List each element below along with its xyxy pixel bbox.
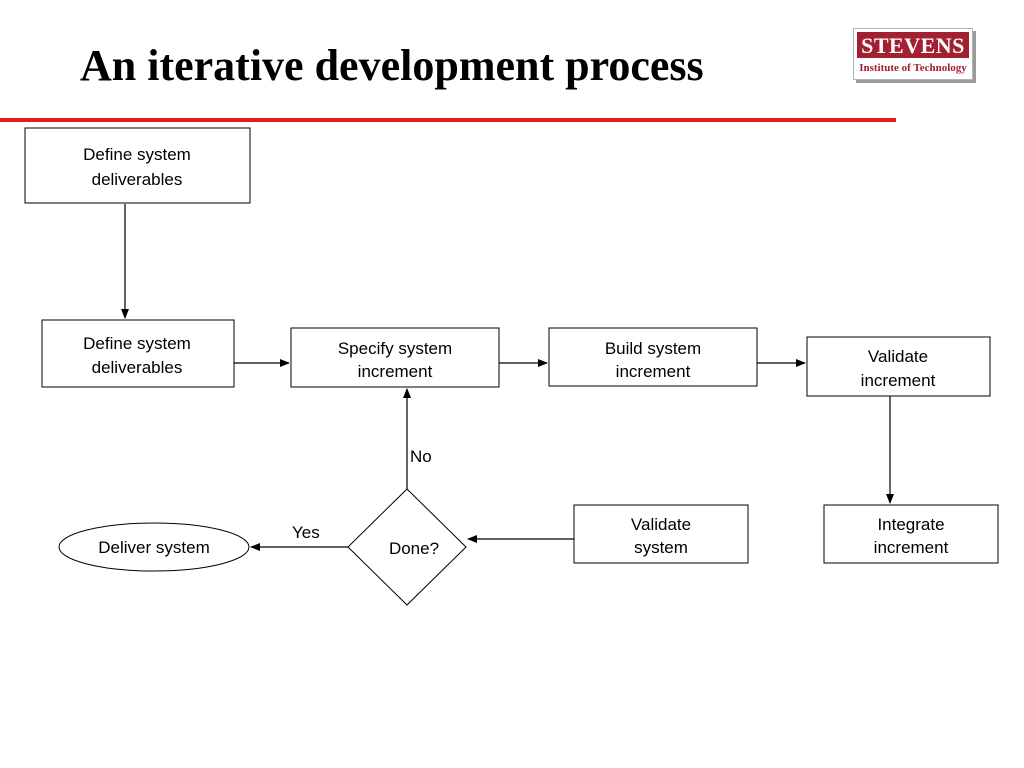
node-define-deliverables-top: Define system deliverables [24,127,251,204]
node-validate-increment: Validate increment [806,336,991,397]
node-deliver-system: Deliver system [58,522,250,572]
node-label-line: Integrate [877,515,944,534]
node-label-line: increment [358,362,433,381]
node-label-line: increment [616,362,691,381]
logo-subtitle: Institute of Technology [859,62,967,74]
node-label-line: Define system [83,334,191,353]
edge-label-yes: Yes [292,523,320,542]
node-label-line: Validate [868,347,928,366]
node-label-line: system [634,538,688,557]
node-label-line: Build system [605,339,701,358]
node-label-line: Done? [389,539,439,558]
node-specify-increment: Specify system increment [290,327,500,388]
node-build-increment: Build system increment [548,327,758,387]
page-title: An iterative development process [80,41,704,90]
node-label-line: Define system [83,145,191,164]
node-validate-system: Validate system [573,504,749,564]
node-integrate-increment: Integrate increment [823,504,999,564]
node-label-line: deliverables [92,170,183,189]
node-label-line: increment [861,371,936,390]
edge-label-no: No [410,447,432,466]
logo-name: STEVENS [857,32,969,58]
title-divider [0,118,896,122]
node-done-decision: Done? [347,488,467,606]
stevens-logo: STEVENS Institute of Technology [853,28,973,80]
node-define-deliverables: Define system deliverables [41,319,235,388]
node-label-line: Deliver system [98,538,209,557]
node-label-line: Validate [631,515,691,534]
node-label-line: increment [874,538,949,557]
node-label-line: deliverables [92,358,183,377]
node-label-line: Specify system [338,339,452,358]
